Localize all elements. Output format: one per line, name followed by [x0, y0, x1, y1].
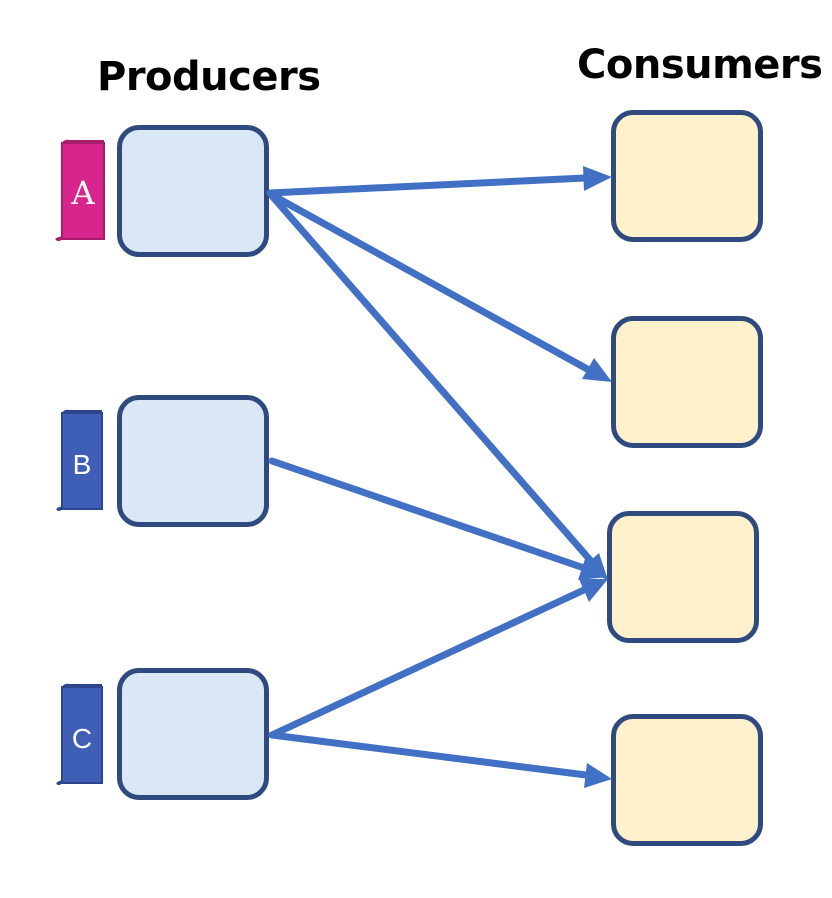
producer-box-b	[117, 395, 269, 527]
producer-box-a	[117, 125, 269, 257]
message-tag-a-label: A	[70, 174, 95, 212]
arrow-a-to-consumer-3	[268, 192, 608, 580]
consumer-box-2	[611, 316, 763, 448]
message-tag-b-label: B	[73, 449, 92, 480]
producers-heading: Producers	[97, 54, 321, 100]
consumer-box-1	[611, 110, 763, 242]
arrow-a-to-consumer-1	[266, 166, 612, 197]
arrow-c-to-consumer-3	[268, 579, 608, 739]
arrow-c-to-consumer-4	[268, 731, 612, 788]
message-tag-c: C	[56, 683, 103, 785]
message-tag-b: B	[56, 409, 103, 511]
message-tag-c-label: C	[72, 723, 92, 754]
consumer-box-4	[611, 714, 763, 846]
arrow-b-to-consumer-3	[268, 457, 608, 580]
consumers-heading: Consumers	[577, 42, 823, 88]
consumer-box-3	[607, 511, 759, 643]
message-tag-a: A	[55, 139, 105, 241]
producer-box-c	[117, 668, 269, 800]
arrow-a-to-consumer-2	[268, 191, 612, 382]
